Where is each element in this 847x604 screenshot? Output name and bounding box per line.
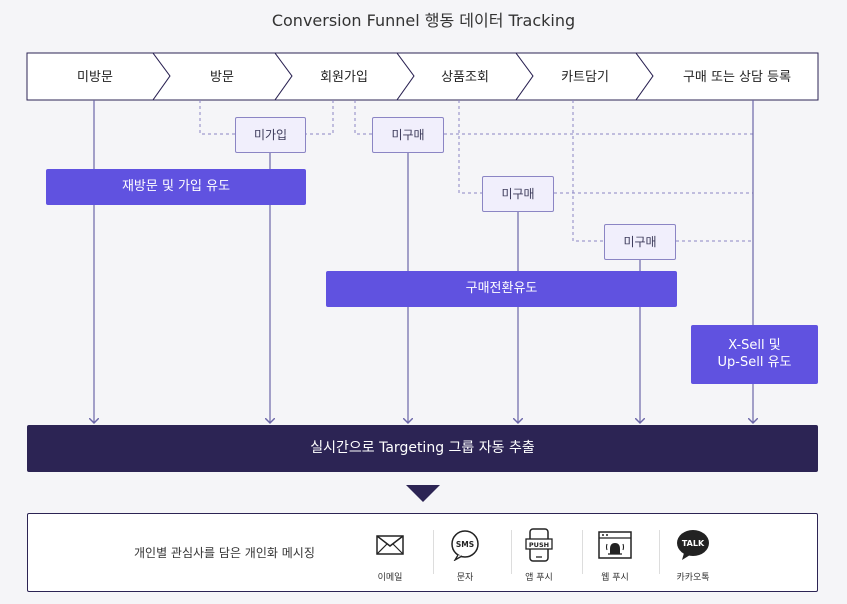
stage-purchase: 구매 또는 상담 등록 bbox=[682, 70, 792, 85]
app-push-icon: PUSH bbox=[525, 528, 553, 562]
stage-product-view: 상품조회 bbox=[441, 70, 489, 85]
channel-web-push: 웹 푸시 bbox=[580, 528, 650, 583]
diagram-title: Conversion Funnel 행동 데이터 Tracking bbox=[271, 11, 576, 30]
channel-sms: SMS 문자 bbox=[430, 528, 500, 583]
kakaotalk-icon: TALK bbox=[677, 530, 709, 560]
stage-signup: 회원가입 bbox=[320, 70, 368, 85]
web-push-icon bbox=[598, 531, 632, 559]
envelope-icon bbox=[376, 535, 404, 555]
sms-icon: SMS bbox=[451, 530, 479, 561]
channel-label: 이메일 bbox=[377, 573, 403, 583]
channel-app-push: PUSH 앱 푸시 bbox=[504, 528, 574, 583]
channel-label: 카카오톡 bbox=[676, 573, 710, 583]
talk-badge: TALK bbox=[682, 539, 705, 548]
xsell-label-line2: Up-Sell 유도 bbox=[717, 355, 792, 370]
xsell-upsell-bar: X-Sell 및 Up-Sell 유도 bbox=[691, 325, 818, 384]
divider bbox=[511, 530, 512, 574]
divider bbox=[433, 530, 434, 574]
channel-label: 웹 푸시 bbox=[601, 573, 629, 583]
stage-visit: 방문 bbox=[210, 70, 234, 85]
divider bbox=[659, 530, 660, 574]
conversion-bar: 구매전환유도 bbox=[326, 271, 677, 307]
drop-box-not-signed-up: 미가입 bbox=[235, 117, 306, 153]
down-triangle-icon bbox=[406, 485, 440, 502]
personalized-messaging-panel: 개인별 관심사를 담은 개인화 메시징 이메일 SMS 문자 bbox=[27, 513, 818, 592]
sms-badge: SMS bbox=[456, 540, 474, 549]
channel-label: 문자 bbox=[456, 573, 474, 583]
stage-cart: 카트담기 bbox=[561, 70, 609, 85]
stage-unvisited: 미방문 bbox=[77, 70, 113, 85]
xsell-label-line1: X-Sell 및 bbox=[728, 338, 781, 353]
drop-box-not-purchased: 미구매 bbox=[372, 117, 444, 153]
drop-box-not-purchased: 미구매 bbox=[482, 176, 554, 212]
drop-box-not-purchased: 미구매 bbox=[604, 224, 676, 260]
divider bbox=[582, 530, 583, 574]
revisit-signup-bar: 재방문 및 가입 유도 bbox=[46, 169, 306, 205]
channel-label: 앱 푸시 bbox=[525, 573, 553, 583]
push-badge: PUSH bbox=[529, 541, 549, 549]
channel-kakaotalk: TALK 카카오톡 bbox=[658, 528, 728, 583]
messaging-label: 개인별 관심사를 담은 개인화 메시징 bbox=[134, 546, 315, 560]
targeting-extract-bar: 실시간으로 Targeting 그룹 자동 추출 bbox=[27, 425, 818, 472]
channel-email: 이메일 bbox=[355, 528, 425, 583]
